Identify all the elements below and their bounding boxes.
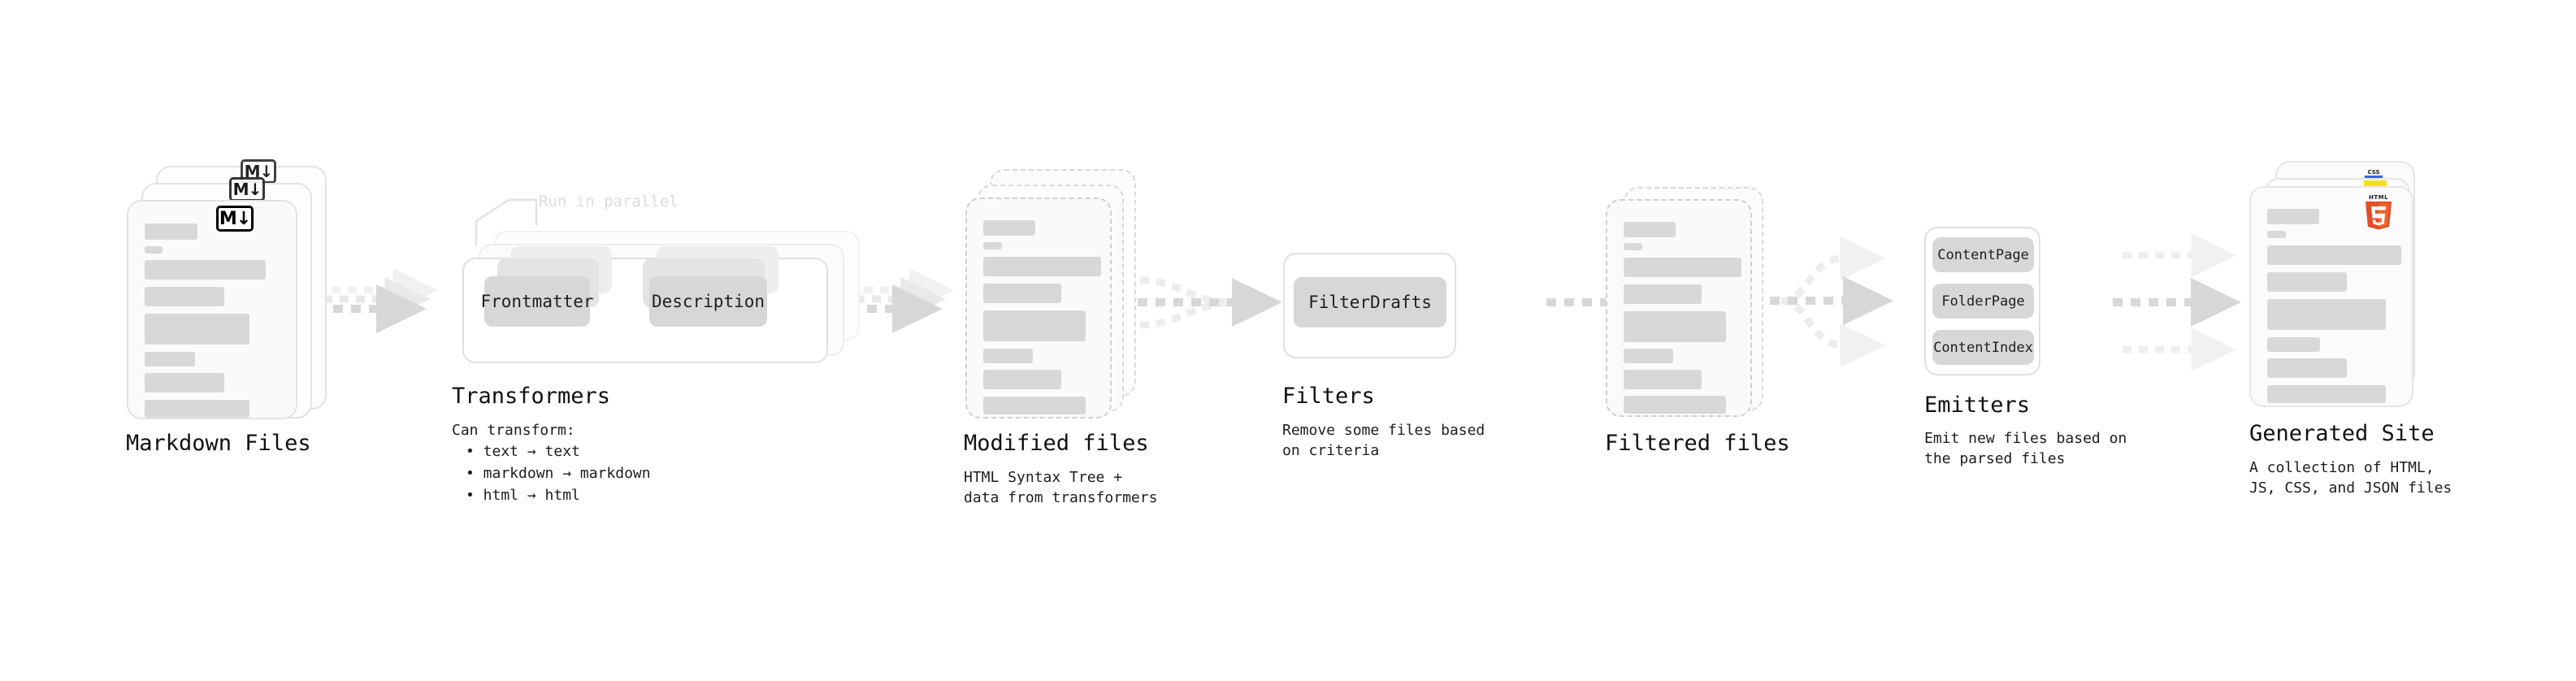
skeleton-line	[1624, 222, 1676, 237]
skeleton-line	[1624, 243, 1642, 250]
transformers-bullet-1: • markdown → markdown	[466, 465, 651, 482]
skeleton-line	[145, 373, 224, 393]
arrow-emitters-to-site	[2113, 233, 2241, 371]
transformer-node-description[interactable]: Description	[649, 276, 767, 327]
skeleton-line	[983, 220, 1035, 236]
skeleton-line	[145, 400, 249, 418]
filters-subtitle: Remove some files based on criteria	[1282, 422, 1485, 459]
generated-site-subtitle: A collection of HTML, JS, CSS, and JSON …	[2249, 459, 2452, 497]
skeleton-line	[2267, 245, 2401, 265]
markdown-card-front	[127, 200, 297, 419]
arrow-markdown-to-transformers	[315, 268, 439, 333]
transformers-bullet-2: • html → html	[466, 487, 580, 504]
skeleton-line	[983, 242, 1002, 249]
site-card-front	[2249, 186, 2413, 407]
arrow-filtered-to-emitters	[1770, 236, 1893, 367]
arrow-modified-to-filters	[1138, 276, 1282, 329]
modified-card-front	[965, 197, 1112, 419]
skeleton-line	[2267, 272, 2347, 292]
arrow-transformers-to-modified	[831, 268, 955, 333]
skeleton-line	[983, 310, 1086, 341]
skeleton-line	[145, 314, 249, 345]
stage-title-markdown-files: Markdown Files	[126, 431, 311, 456]
css-icon: CSS	[2365, 169, 2383, 178]
skeleton-line	[2267, 299, 2386, 330]
skeleton-line	[145, 223, 197, 240]
emitter-node-contentindex[interactable]: ContentIndex	[1932, 330, 2034, 365]
stage-title-generated-site: Generated Site	[2249, 421, 2435, 446]
modified-files-subtitle: HTML Syntax Tree + data from transformer…	[964, 469, 1158, 506]
skeleton-line	[2267, 358, 2347, 378]
stage-title-emitters: Emitters	[1924, 393, 2031, 418]
transformer-node-frontmatter[interactable]: Frontmatter	[480, 276, 594, 327]
markdown-icon-back-1: M↓	[229, 177, 265, 202]
skeleton-line	[145, 260, 266, 280]
skeleton-line	[1624, 311, 1726, 342]
skeleton-line	[983, 370, 1061, 389]
skeleton-line	[983, 397, 1086, 414]
skeleton-line	[1624, 349, 1673, 363]
skeleton-line	[2267, 385, 2386, 403]
skeleton-line	[145, 352, 195, 367]
skeleton-line	[2267, 231, 2286, 238]
skeleton-line	[1624, 284, 1702, 304]
skeleton-line	[145, 287, 224, 306]
skeleton-line	[983, 284, 1061, 303]
skeleton-line	[2267, 209, 2319, 224]
skeleton-line	[2267, 337, 2320, 352]
filter-node-filterdrafts[interactable]: FilterDrafts	[1294, 277, 1446, 327]
emitter-node-contentpage[interactable]: ContentPage	[1932, 237, 2034, 272]
skeleton-line	[1624, 396, 1726, 414]
skeleton-line	[983, 257, 1101, 276]
filtered-card-front	[1606, 199, 1752, 417]
stage-title-transformers: Transformers	[452, 384, 611, 409]
run-in-parallel-leader	[475, 198, 538, 245]
svg-text:CSS: CSS	[2367, 169, 2379, 176]
skeleton-line	[1624, 370, 1702, 389]
html5-icon: HTML	[2366, 194, 2392, 230]
emitter-node-folderpage[interactable]: FolderPage	[1932, 284, 2034, 319]
svg-text:HTML: HTML	[2369, 194, 2388, 201]
stage-title-filtered-files: Filtered files	[1605, 431, 1790, 456]
stage-title-filters: Filters	[1282, 384, 1375, 409]
stage-title-modified-files: Modified files	[964, 431, 1149, 456]
skeleton-line	[1624, 258, 1741, 277]
transformers-subtitle: Can transform:	[452, 422, 575, 439]
skeleton-line	[983, 349, 1033, 363]
markdown-icon: M↓	[216, 206, 254, 232]
skeleton-line	[145, 246, 163, 254]
run-in-parallel-label: Run in parallel	[539, 193, 679, 210]
emitters-subtitle: Emit new files based on the parsed files	[1924, 430, 2127, 467]
transformers-bullet-0: • text → text	[466, 443, 580, 460]
